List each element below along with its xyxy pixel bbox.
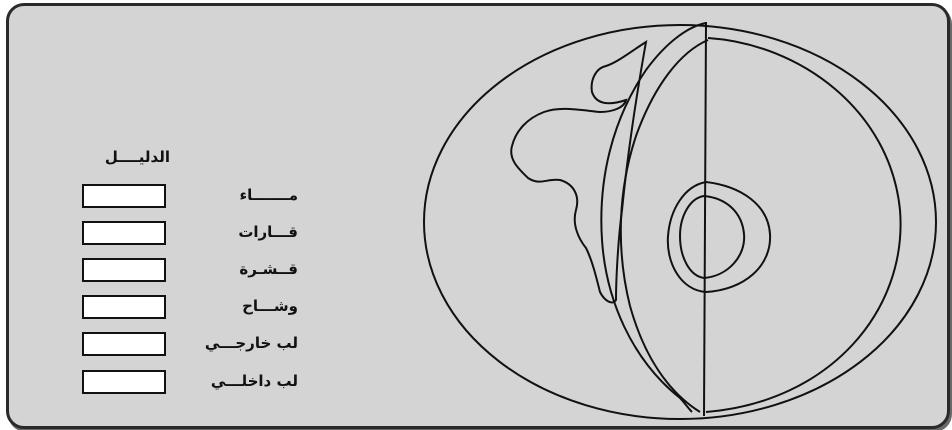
cut-line: [704, 22, 706, 416]
legend-label-inner-core: لب داخلـــي: [178, 372, 298, 390]
legend-label-outer-core: لب خارجـــي: [178, 334, 298, 352]
legend-row-crust: قــشـرة: [82, 258, 304, 284]
legend-box-water[interactable]: [82, 184, 166, 208]
legend-label-continents: قـــارات: [178, 223, 298, 241]
legend-title: الدليــــل: [92, 148, 170, 166]
legend-row-inner-core: لب داخلـــي: [82, 370, 304, 396]
legend-box-inner-core[interactable]: [82, 370, 166, 394]
mantle-boundary: [621, 40, 708, 412]
inner-core: [680, 196, 744, 278]
legend-box-outer-core[interactable]: [82, 332, 166, 356]
legend-label-mantle: وشـــاح: [178, 297, 298, 315]
legend-label-crust: قــشـرة: [178, 260, 298, 278]
earth-outline: [424, 25, 936, 419]
legend-box-continents[interactable]: [82, 221, 166, 245]
legend-box-crust[interactable]: [82, 258, 166, 282]
legend-label-water: مـــــــاء: [178, 186, 298, 204]
legend-row-mantle: وشـــاح: [82, 295, 304, 321]
legend-box-mantle[interactable]: [82, 295, 166, 319]
crust-layer: [601, 23, 706, 412]
legend-row-outer-core: لب خارجـــي: [82, 332, 304, 358]
legend-row-water: مـــــــاء: [82, 184, 304, 210]
legend-row-continents: قـــارات: [82, 221, 304, 247]
mantle-right-boundary: [706, 38, 901, 412]
